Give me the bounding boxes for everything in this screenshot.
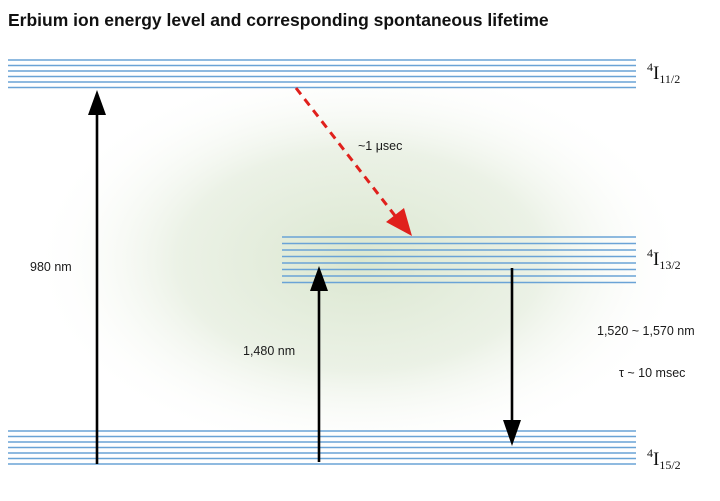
level-label-middle: 4I13/2 xyxy=(647,246,681,272)
level-label-upper: 4I11/2 xyxy=(647,60,680,86)
label-lifetime: τ ~ 10 msec xyxy=(619,366,685,380)
level-label-ground: 4I15/2 xyxy=(647,446,681,472)
label-980nm: 980 nm xyxy=(30,260,72,274)
pump-1480-arrow xyxy=(310,266,328,462)
label-nonradiative-time: ~1 μsec xyxy=(358,139,402,153)
level-4i13-2-lines xyxy=(282,236,636,284)
label-emission-band: 1,520 ~ 1,570 nm xyxy=(597,324,695,338)
level-4i15-2-lines xyxy=(8,430,636,465)
level-4i11-2-lines xyxy=(8,59,636,89)
label-1480nm: 1,480 nm xyxy=(243,344,295,358)
emission-arrow xyxy=(503,268,521,446)
diagram-title: Erbium ion energy level and correspondin… xyxy=(8,10,549,30)
nonradiative-decay-arrow xyxy=(294,87,412,236)
pump-980-arrow xyxy=(88,90,106,464)
background-glow xyxy=(30,60,690,460)
